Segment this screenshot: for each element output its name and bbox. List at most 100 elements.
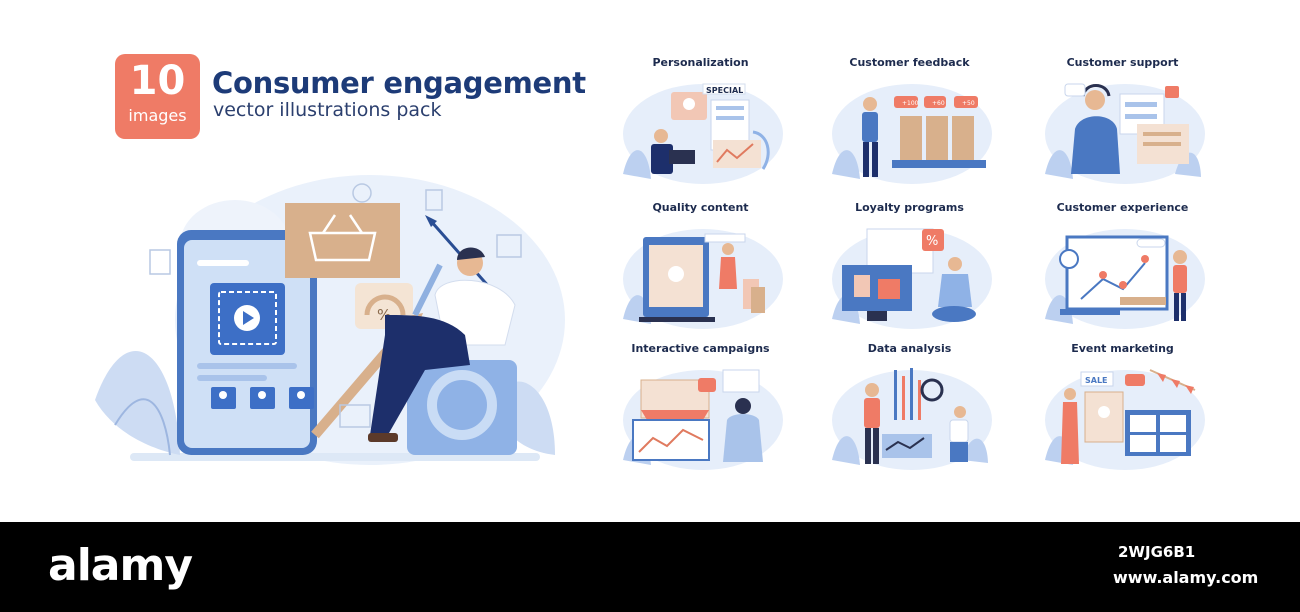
discount-badge [922, 229, 944, 251]
card-label: Event marketing [1071, 342, 1174, 355]
card-event-marketing: Event marketing SALE [1025, 342, 1220, 482]
location-pin-icon [1119, 281, 1127, 289]
watermark-footer [0, 522, 1300, 612]
play-icon [1098, 406, 1110, 418]
data-bar [910, 368, 913, 420]
location-pin-icon [1141, 255, 1149, 263]
phone-text-line [197, 375, 267, 381]
person-shoe [368, 433, 398, 442]
person [1173, 265, 1187, 293]
svg-text:+100: +100 [902, 100, 919, 107]
person [719, 257, 737, 289]
data-bar [902, 376, 905, 420]
person [862, 112, 878, 142]
person [938, 274, 972, 307]
data-bar [918, 380, 921, 420]
hero-leaf-vein [114, 398, 171, 456]
customer-feedback-illustration: +100 +60 +50 [832, 84, 992, 184]
rating-stars [1136, 238, 1166, 248]
chart-card [713, 140, 761, 168]
person-pants [370, 315, 470, 440]
special-badge: SPECIAL [706, 86, 743, 95]
person [1071, 116, 1120, 174]
customer-support-illustration [1045, 83, 1205, 184]
card-customer-support: Customer support [1025, 56, 1220, 196]
person [949, 419, 969, 443]
leaf-icon [623, 150, 651, 179]
globe-icon [352, 183, 372, 203]
pole-tip [425, 215, 437, 227]
laptop-screen [632, 419, 710, 461]
growth-arrow-secondary [412, 263, 443, 317]
site-url: www.alamy.com [1113, 568, 1259, 587]
quality-content-illustration [623, 229, 783, 329]
alamy-logo: alamy [48, 540, 193, 591]
avatar-icon [1059, 249, 1079, 269]
svg-text:%: % [926, 234, 938, 249]
laptop-base [639, 317, 715, 322]
card-personalization: Personalization SPECIAL [603, 56, 798, 196]
card-label: Customer experience [1056, 201, 1189, 214]
play-icon [668, 266, 684, 282]
laptop-icon [669, 150, 695, 164]
rating-card [900, 116, 922, 162]
store-awning [641, 410, 709, 420]
avatar-icon [219, 391, 227, 399]
rating-card [952, 116, 974, 162]
magnifier-icon [920, 378, 944, 402]
monitor-stand [892, 160, 986, 168]
page-title: Consumer engagement [212, 66, 586, 100]
avatar-icon [258, 391, 266, 399]
data-bar [894, 370, 897, 420]
basket-handle-icon [321, 214, 364, 234]
card-label: Customer feedback [849, 56, 970, 69]
phone-text-line [197, 363, 297, 369]
star-badge [924, 96, 946, 108]
user-badge [954, 96, 978, 108]
customer-experience-illustration [1045, 229, 1205, 329]
monitor-icon [842, 265, 912, 311]
loyalty-programs-illustration: % [832, 228, 992, 329]
heart-icon [1165, 86, 1179, 98]
shopping-bag-icon [751, 287, 765, 313]
journey-path [1080, 262, 1146, 300]
card-customer-experience: Customer experience [1025, 201, 1220, 341]
badge-label: images [128, 106, 187, 125]
person [1061, 402, 1079, 464]
play-triangle-icon [243, 311, 254, 325]
card-quality-content: Quality content [603, 201, 798, 341]
card-label: Customer support [1066, 56, 1179, 69]
target-icon [427, 370, 497, 440]
svg-text:+60: +60 [932, 100, 945, 107]
image-count-badge: 10 images [115, 54, 200, 139]
search-icon [1125, 374, 1145, 386]
like-badge [894, 96, 918, 108]
document-icon [425, 189, 443, 211]
interactive-campaigns-illustration [623, 369, 783, 470]
card-loyalty-programs: Loyalty programs % [812, 201, 1007, 341]
image-card [722, 369, 760, 393]
card-interactive-campaigns: Interactive campaigns [603, 342, 798, 482]
hero-illustration: % [95, 175, 565, 465]
card-label: Data analysis [867, 342, 952, 355]
svg-text:+50: +50 [962, 100, 975, 107]
person-hair [457, 247, 485, 260]
bean-bag [932, 306, 976, 322]
card-label: Interactive campaigns [631, 342, 770, 355]
heart-icon [698, 378, 716, 392]
rating-card [926, 116, 948, 162]
avatar-icon [297, 391, 305, 399]
sale-badge: SALE [1085, 376, 1108, 385]
person [864, 398, 880, 428]
chart-icon [149, 249, 171, 275]
card-customer-feedback: Customer feedback +100 +60 +50 [812, 56, 1007, 196]
phone-video-frame [218, 291, 277, 345]
location-pin-icon [1099, 271, 1107, 279]
person [723, 414, 763, 462]
badge-number: 10 [129, 58, 186, 104]
basket-card [285, 203, 400, 278]
bunting-flags [1157, 373, 1194, 394]
chart-icon [339, 404, 371, 428]
hero-leaf-left [95, 350, 180, 455]
image-id: 2WJG6B1 [1118, 543, 1196, 561]
